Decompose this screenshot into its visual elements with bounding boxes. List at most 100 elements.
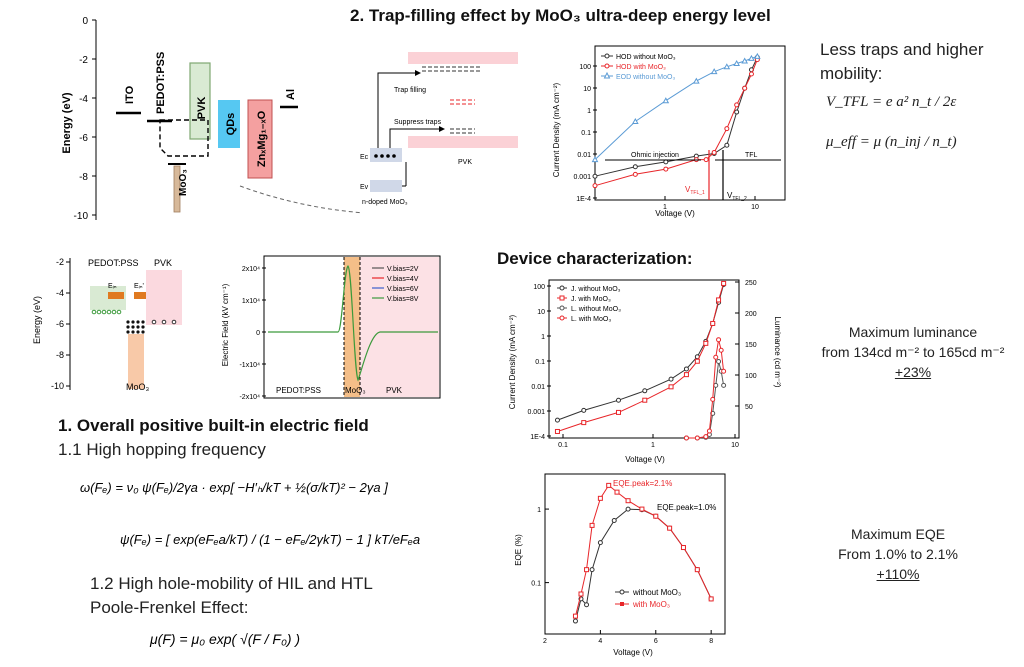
series-point — [748, 71, 754, 77]
series-point — [662, 97, 670, 104]
efield-region-pvk: PVK — [386, 386, 403, 395]
ef-legend-label: V.bias=4V — [387, 276, 419, 283]
series-point — [694, 567, 700, 573]
series-point — [663, 166, 669, 172]
svg-text:ω(Fₑ) = ν₀ ψ(Fₑ)/2γa · exp[ −H: ω(Fₑ) = ν₀ ψ(Fₑ)/2γa · exp[ −H′ₕ/kT + ½(… — [80, 480, 388, 495]
band-ylabel: Energy (eV) — [61, 92, 73, 153]
device-heading: Device characterization: — [497, 249, 693, 268]
series-point — [554, 428, 560, 434]
series-point — [721, 280, 727, 286]
interface-highlight — [159, 119, 209, 157]
jv-legend: HOD without MoO₃ HOD with MoO₃ EOD witho… — [601, 53, 676, 81]
series-point — [713, 382, 719, 388]
series-point — [667, 525, 673, 531]
series-point — [632, 164, 638, 170]
series-point — [706, 428, 712, 434]
series-point — [642, 388, 648, 394]
eqe-note-line1: Maximum EQE — [850, 526, 946, 542]
series-point — [694, 435, 700, 441]
eqe-note: Maximum EQE From 1.0% to 2.1% +110% — [808, 524, 988, 584]
jv-legend-1: HOD with MoO₃ — [616, 64, 666, 71]
jv-xlabel: Voltage (V) — [655, 209, 695, 218]
series-point — [692, 77, 700, 84]
series-point — [716, 337, 722, 343]
pvk-label: PVK — [196, 97, 208, 120]
band-ticklabel: -10 — [74, 211, 89, 222]
fb-electron-dot — [136, 330, 140, 334]
fb-hole-dot — [91, 309, 97, 315]
series-point — [578, 591, 584, 597]
series-point — [668, 384, 674, 390]
tfl-label: TFL — [745, 152, 758, 159]
jv-legend-0: HOD without MoO₃ — [616, 54, 676, 61]
series-point — [663, 159, 669, 165]
band-diagram: 0-2-4-6-8-10 Energy (eV) ITO PEDOT:PSS P… — [61, 16, 360, 222]
series-point — [631, 117, 639, 125]
fb-electron-dot — [131, 325, 135, 329]
ef-legend-label: V.bias=2V — [387, 266, 419, 273]
efield-region-pedot: PEDOT:PSS — [276, 386, 321, 395]
series-point — [710, 68, 718, 75]
series-point — [625, 506, 631, 512]
poole-frenkel-equation: μ(F) = μ₀ exp( √(F / F₀) ) — [149, 631, 300, 647]
section1-sub3: Poole-Frenkel Effect: — [90, 598, 249, 617]
fb-hole-dot — [101, 309, 107, 315]
series-point — [741, 57, 749, 64]
section1-sub2: 1.2 High hole-mobility of HIL and HTL — [90, 574, 373, 593]
suppress-traps-label: Suppress traps — [394, 119, 442, 126]
series-point — [597, 540, 603, 546]
series-point — [581, 407, 587, 413]
lum-ylabel-left: Current Density (mA cm⁻²) — [508, 314, 517, 409]
qds-label: QDs — [225, 113, 237, 136]
series-point — [581, 420, 587, 426]
slide-title: 2. Trap-filling effect by MoO₃ ultra-dee… — [350, 6, 771, 25]
ec-label: Ec — [360, 154, 369, 161]
ef-legend-label: V.bias=8V — [387, 296, 419, 303]
fb-electron-dot — [141, 320, 145, 324]
fb-hole-dot — [151, 319, 157, 325]
lum-note-line2: from 134cd m⁻² to 165cd m⁻² — [821, 344, 1005, 360]
fb-electron-dot — [136, 320, 140, 324]
series-point — [591, 156, 599, 163]
ef-ticklabel: 0 — [256, 330, 260, 337]
series-point — [625, 498, 631, 504]
lum-right-ticklabel: 150 — [745, 342, 757, 349]
eqe-legend-0: without MoO₃ — [632, 588, 681, 597]
series-point — [713, 354, 719, 360]
eq-vtfl: V_TFL = e a² n_t / 2ε — [826, 94, 957, 110]
series-line — [594, 55, 758, 160]
fb-electron-dot — [126, 320, 130, 324]
series-point — [723, 63, 731, 70]
suppress-arrow — [389, 128, 444, 150]
hopping-equations: ω(Fₑ) = ν₀ ψ(Fₑ)/2γa · exp[ −H′ₕ/kT + ½(… — [80, 480, 420, 547]
jv-ticklabel: 10 — [583, 86, 591, 93]
fb-hole-dot — [116, 309, 122, 315]
eqe-ticklabel: 8 — [709, 638, 713, 645]
fb-pvk-label: PVK — [154, 258, 172, 268]
qds-box — [218, 100, 240, 148]
series-point — [572, 618, 578, 624]
series-point — [597, 495, 603, 501]
ef-ticklabel: -1x10⁴ — [239, 362, 260, 369]
series-line — [557, 284, 725, 421]
series-point — [615, 397, 621, 403]
series-line — [594, 57, 758, 177]
series-point — [584, 567, 590, 573]
series-point — [668, 376, 674, 382]
lum-right-ticklabel: 50 — [745, 404, 753, 411]
lum-ticklabel: 0.1 — [535, 359, 545, 366]
jv-ticklabel: 10 — [751, 204, 759, 211]
fb-ticklabel: -6 — [56, 319, 64, 329]
series-point — [721, 368, 727, 374]
moo3-vb-box — [370, 180, 402, 192]
ein2-arrow — [134, 292, 146, 299]
znmgo-label: ZnₓMg₁₋ₓO — [256, 110, 268, 167]
series-point — [642, 397, 648, 403]
fb-electron-dot — [131, 320, 135, 324]
jv-ticklabel: 100 — [579, 64, 591, 71]
fb-pedot-label: PEDOT:PSS — [88, 258, 139, 268]
fb-electron-dot — [141, 325, 145, 329]
efield-pvk-band — [360, 257, 439, 397]
moo3-region — [128, 334, 144, 389]
fb-hole-dot — [171, 319, 177, 325]
